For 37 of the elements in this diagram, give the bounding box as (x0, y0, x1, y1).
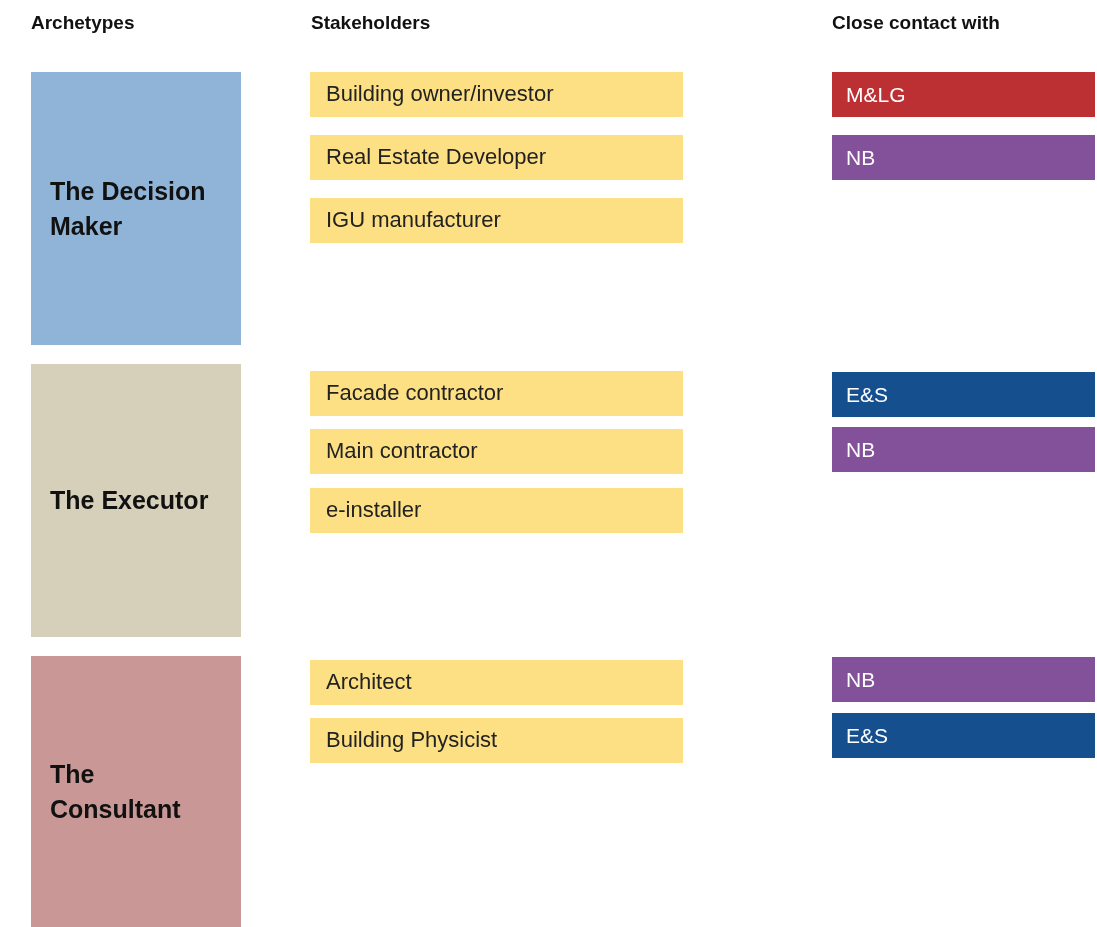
stakeholder-name: e-installer (326, 496, 422, 525)
stakeholder-box (310, 718, 683, 763)
stakeholder-box (310, 660, 683, 705)
stakeholder-name: Building owner/investor (326, 80, 554, 109)
column-heading: Stakeholders (311, 12, 431, 34)
contact-name: NB (846, 666, 876, 693)
stakeholder-name: Building Physicist (326, 726, 498, 755)
stakeholder-name: Architect (326, 668, 412, 697)
stakeholder-name: Real Estate Developer (326, 143, 547, 172)
stakeholder-box (310, 488, 683, 533)
column-heading: Close contact with (832, 12, 1000, 34)
archetype-name: The Consultant (50, 758, 182, 825)
stakeholder-name: Main contractor (326, 437, 478, 466)
stakeholder-box (310, 198, 683, 243)
stakeholder-box (310, 72, 683, 117)
archetype-name: The Executor (50, 485, 209, 516)
stakeholder-box (310, 429, 683, 474)
stakeholder-box (310, 135, 683, 180)
contact-box (832, 657, 1095, 702)
contact-box (832, 713, 1095, 758)
archetype-box (31, 72, 241, 345)
stakeholder-name: IGU manufacturer (326, 206, 501, 235)
stakeholder-box (310, 371, 683, 416)
archetype-box (31, 364, 241, 637)
contact-box (832, 427, 1095, 472)
contact-box (832, 72, 1095, 117)
archetype-box (31, 656, 241, 927)
stakeholder-name: Facade contractor (326, 379, 504, 408)
contact-name: M&LG (846, 81, 906, 108)
contact-name: E&S (846, 381, 889, 408)
contact-name: NB (846, 144, 876, 171)
contact-box (832, 135, 1095, 180)
archetype-name: The Decision Maker (50, 175, 207, 242)
contact-name: NB (846, 436, 876, 463)
column-heading: Archetypes (31, 12, 135, 34)
contact-box (832, 372, 1095, 417)
contact-name: E&S (846, 722, 889, 749)
